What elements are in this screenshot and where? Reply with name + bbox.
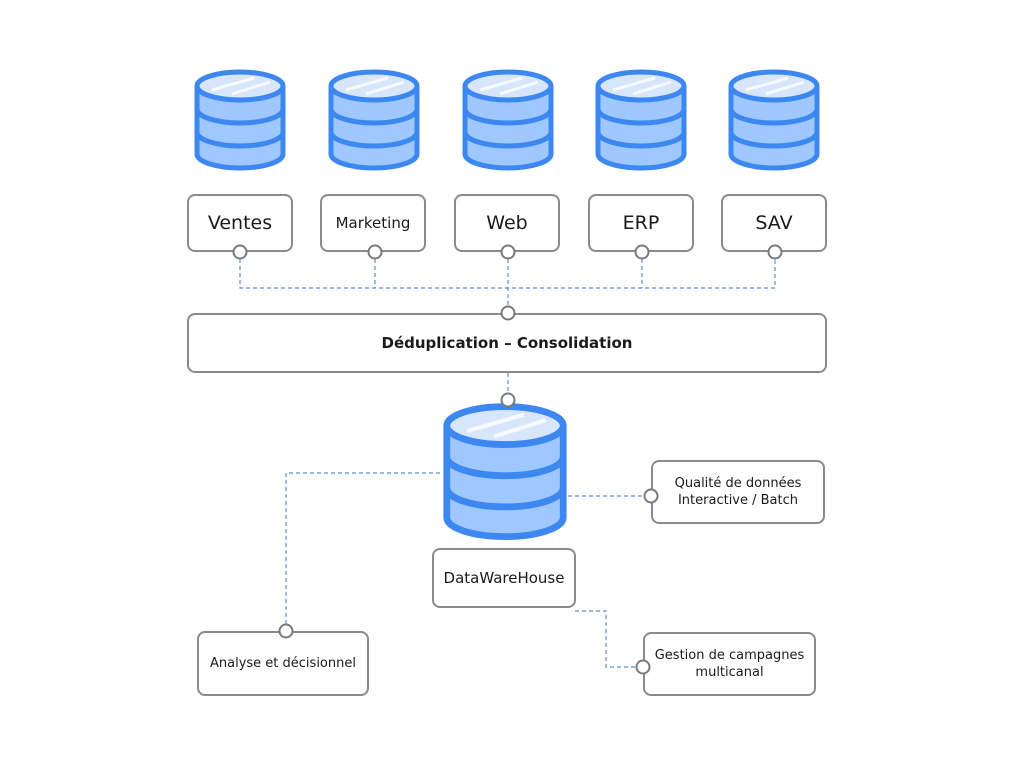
- source-box-web: Web: [454, 194, 560, 252]
- database-icon: [192, 68, 288, 174]
- database-icon: [593, 68, 689, 174]
- source-label: Web: [486, 212, 528, 234]
- analysis-label: Analyse et décisionnel: [210, 656, 356, 671]
- source-label: SAV: [755, 212, 793, 234]
- database-icon: [326, 68, 422, 174]
- campaigns-label: Gestion de campagnes multicanal: [654, 648, 805, 680]
- warehouse-box: DataWareHouse: [432, 548, 576, 608]
- connector-warehouse-to-analysis: [285, 472, 440, 631]
- analysis-box: Analyse et décisionnel: [197, 631, 369, 696]
- source-label: ERP: [622, 212, 660, 234]
- connector-warehouse-to-campaigns: [575, 610, 643, 668]
- source-box-erp: ERP: [588, 194, 694, 252]
- warehouse-label: DataWareHouse: [443, 569, 565, 587]
- source-label: Ventes: [207, 212, 273, 234]
- database-icon: [726, 68, 822, 174]
- database-icon: [460, 68, 556, 174]
- source-box-ventes: Ventes: [187, 194, 293, 252]
- source-label: Marketing: [335, 214, 411, 232]
- warehouse-database-icon: [440, 400, 570, 546]
- source-box-marketing: Marketing: [320, 194, 426, 252]
- quality-label: Qualité de données Interactive / Batch: [674, 476, 802, 508]
- source-box-sav: SAV: [721, 194, 827, 252]
- quality-box: Qualité de données Interactive / Batch: [651, 460, 825, 524]
- process-label: Déduplication – Consolidation: [381, 334, 633, 352]
- campaigns-box: Gestion de campagnes multicanal: [643, 632, 816, 696]
- process-box: Déduplication – Consolidation: [187, 313, 827, 373]
